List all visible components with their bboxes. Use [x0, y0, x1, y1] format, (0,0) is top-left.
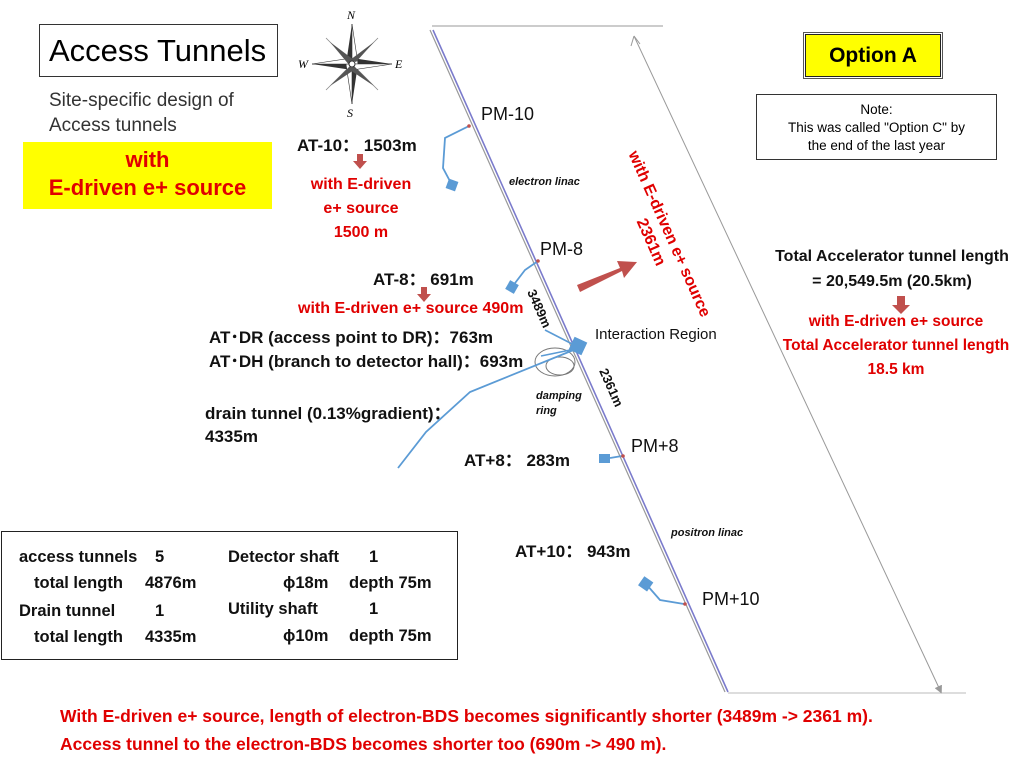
- arrow-down-icon: [892, 296, 910, 314]
- compass-icon: [311, 23, 393, 105]
- compass-west-label: W: [298, 57, 308, 71]
- drain-tunnel-label: drain tunnel (0.13%gradient)： 4335m: [205, 404, 451, 446]
- at-minus-8-e-driven: with E-driven e+ source 490m: [298, 300, 524, 317]
- at-minus-10-label: AT-10： 1503m: [297, 136, 417, 155]
- arrow-down-icon: [417, 287, 431, 302]
- compass-north-label: N: [347, 8, 356, 22]
- conclusion-text: With E-driven e+ source, length of elect…: [60, 706, 873, 754]
- subtitle: Site-specific design of Access tunnels: [49, 90, 234, 136]
- summary-box: access tunnels 5 total length 4876m Drai…: [1, 531, 458, 660]
- electron-linac-label: electron linac: [509, 176, 580, 188]
- positron-linac-label: positron linac: [671, 527, 744, 539]
- compass-south-label: S: [347, 106, 353, 120]
- arrow-down-icon: [353, 154, 367, 169]
- note-box: Note: This was called "Option C" by the …: [756, 94, 997, 160]
- pm-plus-10-label: PM+10: [702, 589, 760, 609]
- option-label: Option A: [803, 32, 943, 79]
- interaction-region-label: Interaction Region: [595, 326, 717, 343]
- total-tunnel-length: Total Accelerator tunnel length = 20,549…: [775, 248, 1009, 290]
- at-plus-8-label: AT+8： 283m: [464, 451, 570, 470]
- e-driven-highlight: with E-driven e+ source: [23, 142, 272, 209]
- page-title: Access Tunnels: [39, 24, 278, 77]
- pm-minus-8-label: PM-8: [540, 239, 584, 259]
- at-dh-label: AT･DH (branch to detector hall)：693m: [209, 352, 524, 371]
- pm-minus-10-label: PM-10: [481, 104, 535, 124]
- at-minus-8-label: AT-8： 691m: [373, 270, 474, 289]
- tunnel-at-plus-10: [638, 576, 687, 606]
- pm-plus-8-label: PM+8: [631, 436, 679, 456]
- tunnel-at-8: [505, 259, 540, 294]
- damping-ring-label: damping ring: [536, 390, 582, 417]
- at-dr-label: AT･DR (access point to DR)：763m: [209, 328, 494, 347]
- arrow-right-icon: [577, 261, 637, 292]
- compass-east-label: E: [395, 57, 403, 71]
- at-plus-10-label: AT+10： 943m: [515, 542, 631, 561]
- total-tunnel-length-e-driven: with E-driven e+ source Total Accelerato…: [782, 313, 1010, 378]
- tunnel-at-plus-8: [599, 454, 625, 463]
- interaction-region-area: [397, 329, 588, 469]
- tunnel-at-10: [442, 124, 471, 192]
- at-minus-10-e-driven: with E-driven e+ source 1500 m: [310, 176, 412, 241]
